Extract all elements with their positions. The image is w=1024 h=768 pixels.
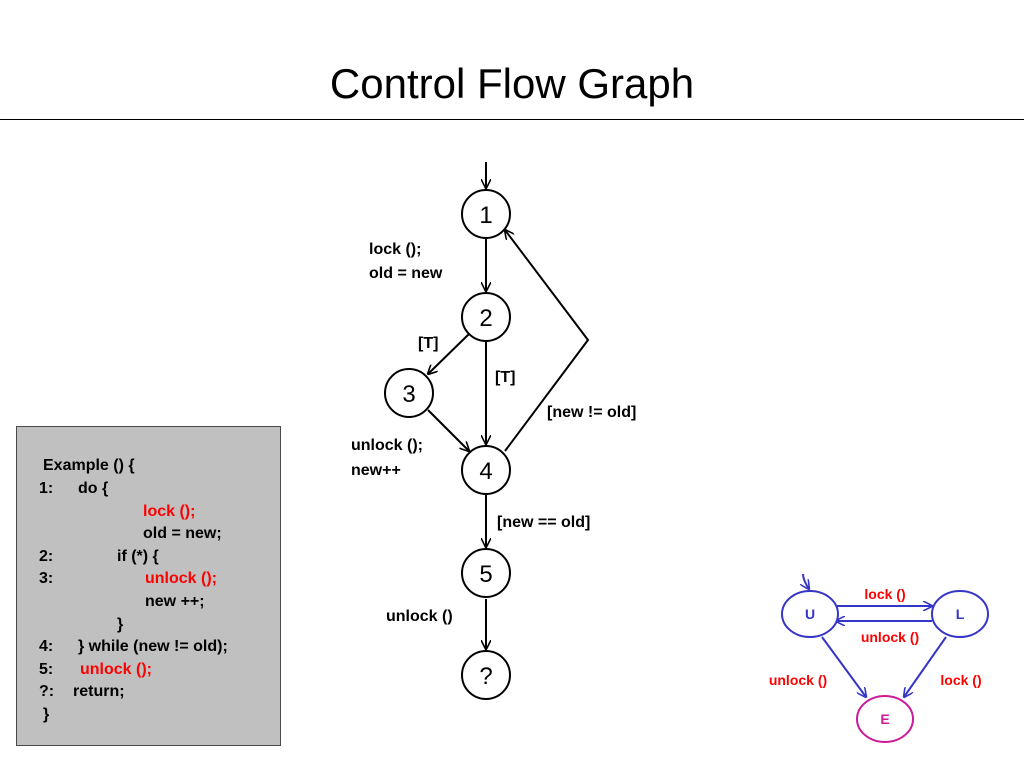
title-divider — [0, 119, 1024, 120]
automaton-state-u: U — [781, 590, 839, 638]
edge-label-2-3: [T] — [418, 335, 438, 352]
automaton-state-e: E — [856, 695, 914, 743]
cfg-node-5-label: 5 — [479, 561, 492, 588]
automaton-state-e-label: E — [880, 711, 889, 727]
automaton-state-l: L — [931, 590, 989, 638]
code-line-5-num: 3: — [39, 570, 54, 587]
code-line-6-text: new ++; — [145, 593, 205, 610]
code-line-0-text: Example () { — [43, 457, 135, 474]
cfg-node-1: 1 — [461, 189, 511, 239]
automaton-state-l-label: L — [956, 606, 965, 622]
cfg-node-exit: ? — [461, 650, 511, 700]
cfg-node-3-label: 3 — [402, 381, 415, 408]
cfg-edge-4-1-back — [505, 230, 590, 452]
cfg-node-5: 5 — [461, 548, 511, 598]
edge-label-4-1: [new != old] — [547, 404, 636, 421]
automaton-label-l-e: lock () — [940, 672, 981, 688]
page-title: Control Flow Graph — [329, 60, 695, 107]
code-line-3-text: old = new; — [143, 525, 222, 542]
automaton-entry-arrow — [803, 573, 809, 589]
cfg-node-4: 4 — [461, 445, 511, 495]
code-listing: Example () { 1: do { lock (); old = new;… — [16, 426, 281, 746]
code-line-11-text: } — [43, 706, 50, 723]
edge-label-1-2-line2: old = new — [369, 265, 443, 282]
code-line-9-text: unlock (); — [80, 661, 152, 678]
cfg-node-4-label: 4 — [479, 458, 492, 485]
code-line-8-num: 4: — [39, 638, 54, 655]
code-line-1-num: 1: — [39, 480, 54, 497]
edge-label-3-4-line2: new++ — [351, 462, 401, 479]
lock-automaton: U L E lock () unlock () unlock () lock (… — [769, 573, 989, 743]
edge-label-3-4: unlock (); new++ — [351, 437, 427, 479]
cfg-node-exit-label: ? — [479, 663, 492, 690]
edge-label-3-4-line1: unlock (); — [351, 437, 423, 454]
cfg-node-3: 3 — [384, 368, 434, 418]
code-line-10-text: return; — [73, 683, 125, 700]
code-line-4-text: if (*) { — [117, 548, 159, 565]
automaton-label-u-e: unlock () — [769, 672, 827, 688]
code-line-8-text: } while (new != old); — [78, 638, 228, 655]
code-line-5-text: unlock (); — [145, 570, 217, 587]
automaton-edge-l-e — [904, 636, 947, 697]
cfg-node-2: 2 — [461, 292, 511, 342]
cfg-node-2-label: 2 — [479, 305, 492, 332]
code-line-4-num: 2: — [39, 548, 54, 565]
cfg-edge-3-4 — [427, 409, 469, 451]
automaton-label-u-l: lock () — [864, 586, 905, 602]
edge-label-1-2-line1: lock (); — [369, 241, 421, 258]
automaton-label-l-u: unlock () — [861, 629, 919, 645]
code-line-10-num: ?: — [39, 683, 55, 700]
automaton-edge-u-e — [821, 636, 866, 697]
cfg-edge-2-3 — [428, 333, 470, 374]
edge-label-4-5: [new == old] — [497, 514, 590, 531]
code-line-7-text: } — [117, 616, 124, 633]
cfg-node-1-label: 1 — [479, 202, 492, 229]
automaton-state-u-label: U — [805, 606, 815, 622]
code-line-2-text: lock (); — [143, 503, 196, 520]
edge-label-2-4: [T] — [495, 369, 515, 386]
edge-label-1-2: lock (); old = new — [369, 241, 443, 282]
code-line-1-text: do { — [78, 480, 109, 497]
code-line-9-num: 5: — [39, 661, 54, 678]
edge-label-5-exit: unlock () — [386, 608, 453, 625]
